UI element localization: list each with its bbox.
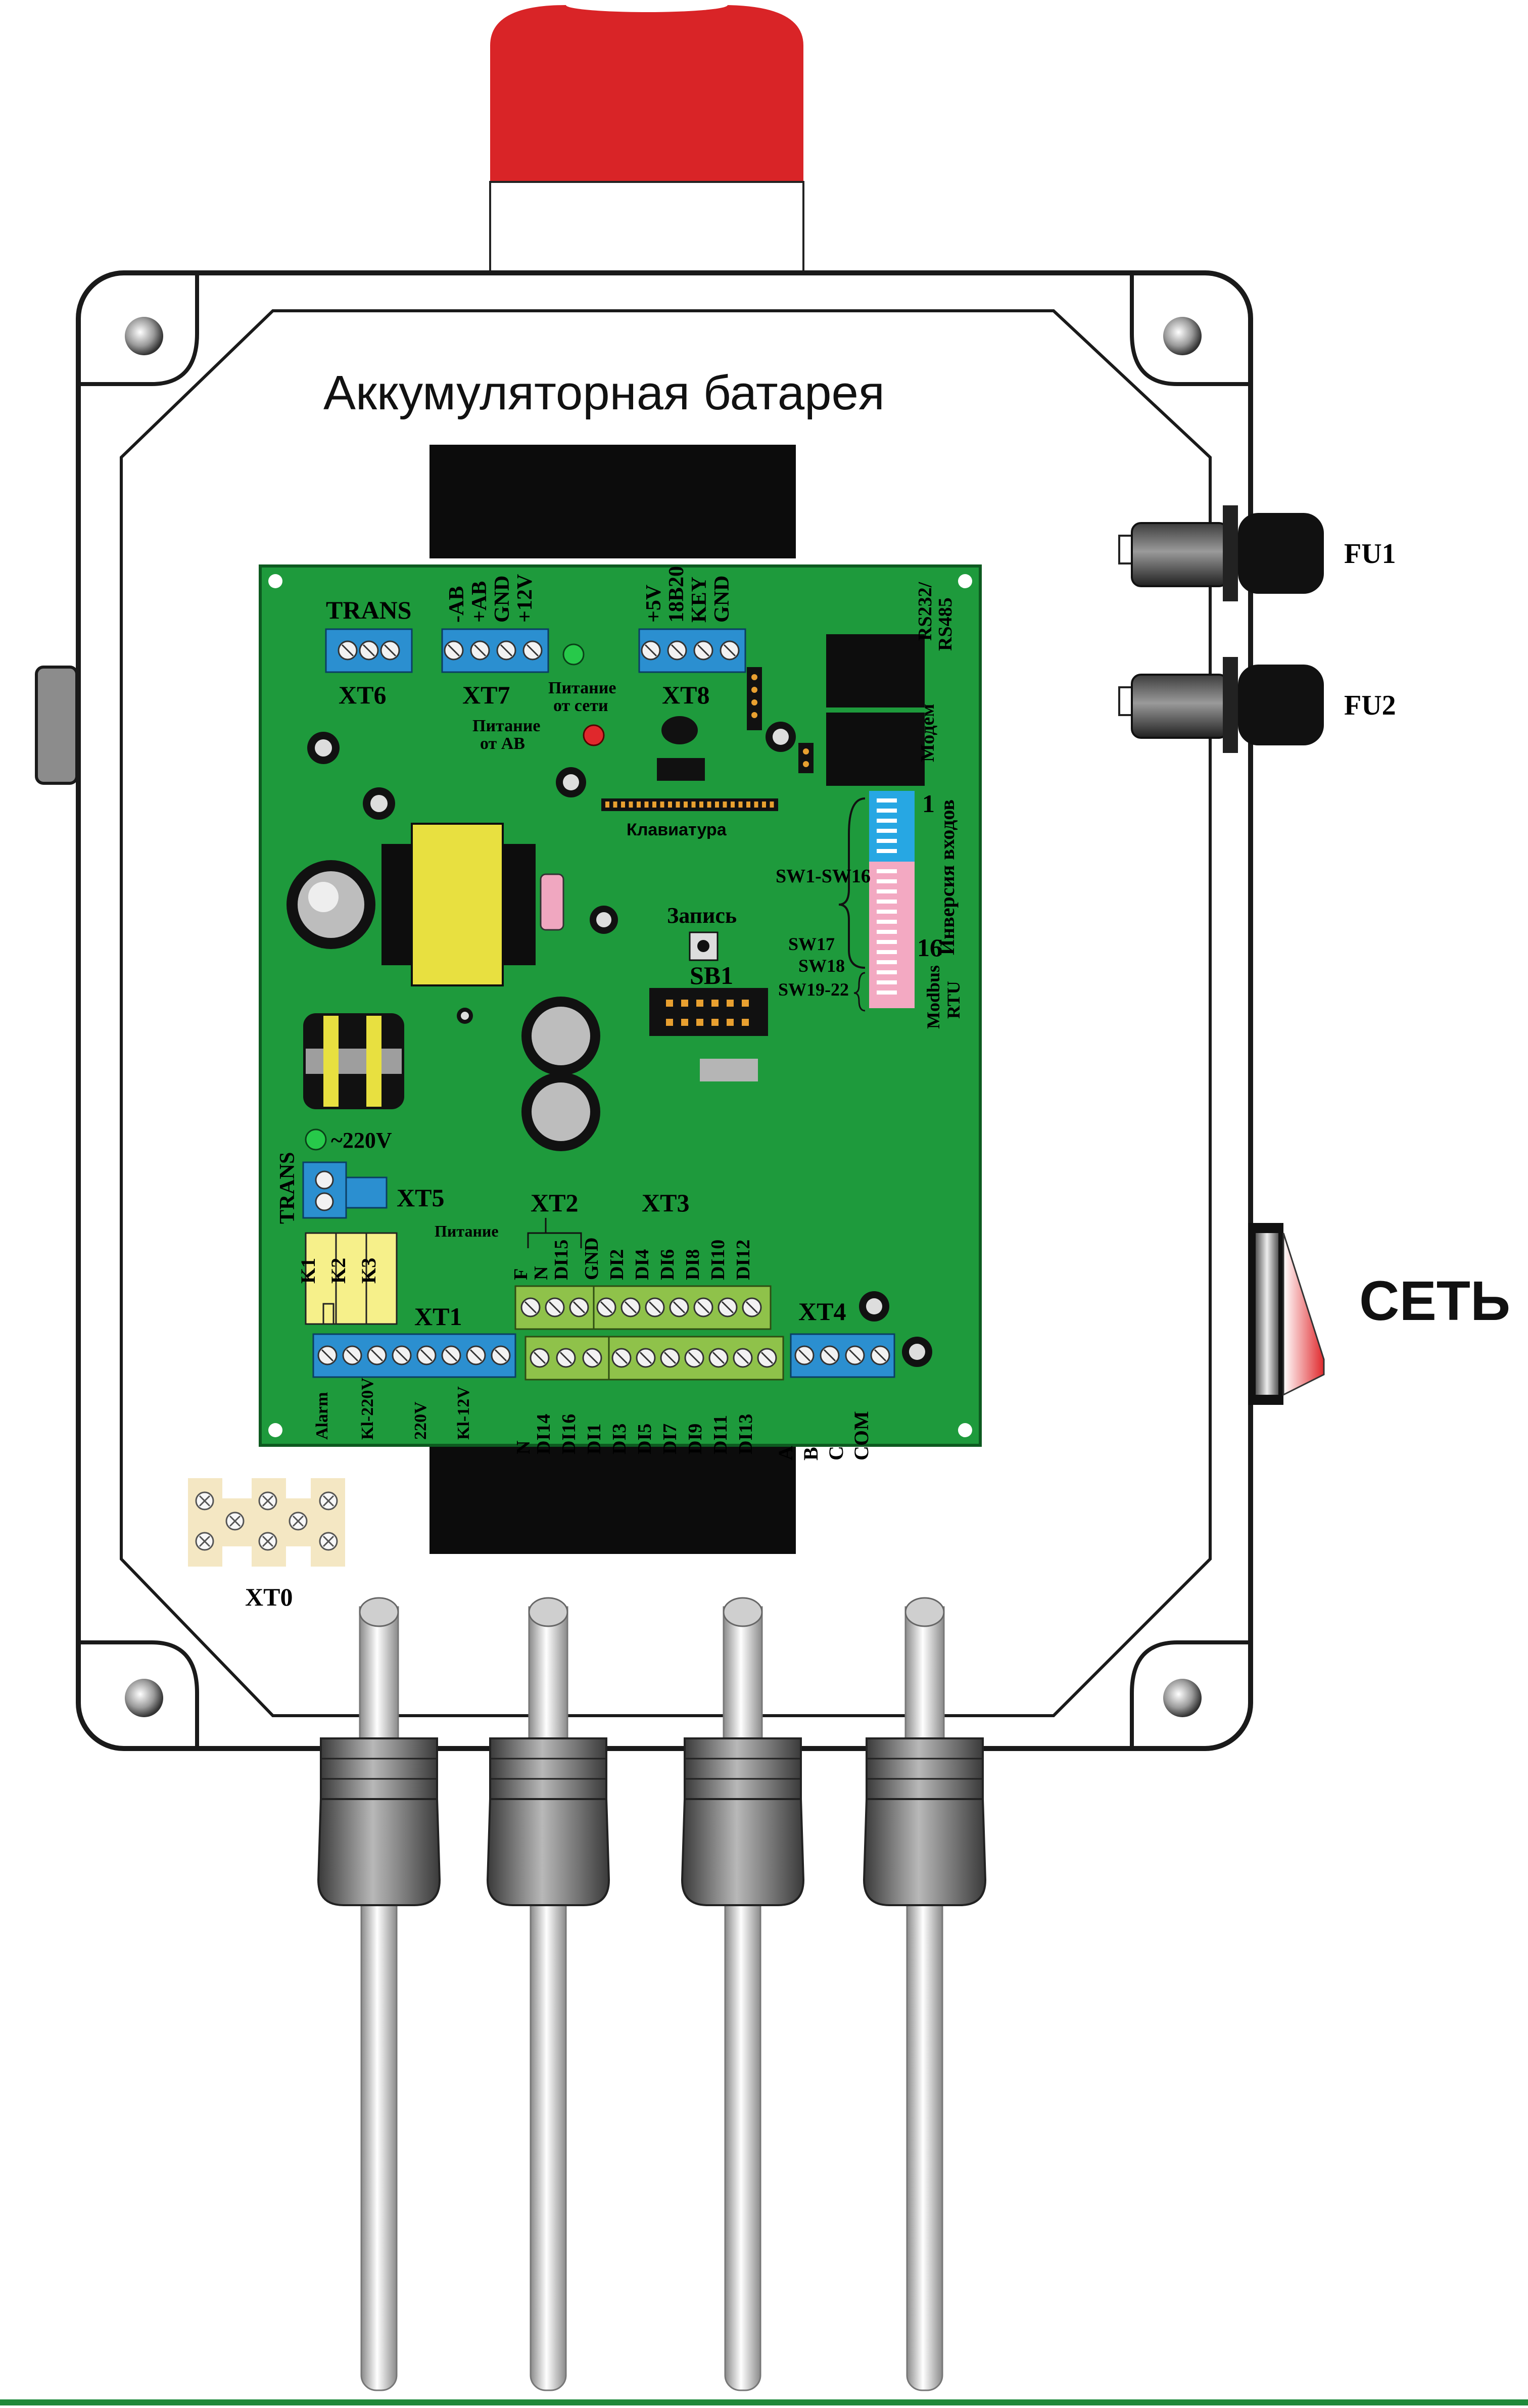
xt3-label: XT3 bbox=[642, 1189, 690, 1217]
lower-pin-2: DI14 bbox=[533, 1413, 554, 1454]
lower-pin-3: DI16 bbox=[558, 1413, 580, 1454]
xt5-label: XT5 bbox=[397, 1184, 445, 1212]
fuse-fu1 bbox=[1118, 505, 1324, 601]
xt3-pin-1: GND bbox=[581, 1237, 602, 1280]
xt3-pin-7: DI12 bbox=[733, 1239, 754, 1280]
xt0-label: XT0 bbox=[245, 1583, 293, 1611]
xt7-pin-3: GND bbox=[491, 575, 514, 623]
battery-title: Аккумуляторная батарея bbox=[323, 366, 885, 420]
cable-glands bbox=[317, 1597, 987, 2391]
xt4-pin-com: COM bbox=[850, 1411, 873, 1460]
mains-switch-label: СЕТЬ bbox=[1359, 1270, 1511, 1332]
lower-pin-5: DI3 bbox=[609, 1423, 630, 1454]
xt4-pin-a: A bbox=[774, 1446, 797, 1460]
modem-label: Модем bbox=[917, 703, 938, 762]
rs-label-2: RS485 bbox=[935, 597, 956, 651]
relay-k1-label: K1 bbox=[297, 1257, 319, 1284]
lower-pin-9: DI11 bbox=[710, 1414, 731, 1454]
xt4-label: XT4 bbox=[798, 1297, 846, 1326]
pcb-board bbox=[259, 564, 982, 1447]
xt4-pin-b: B bbox=[799, 1447, 822, 1460]
xt7-pin-1: -AB bbox=[445, 586, 468, 623]
sw18-label: SW18 bbox=[798, 956, 845, 976]
trans-side-label: TRANS bbox=[276, 1152, 299, 1224]
relay-k2-label: K2 bbox=[327, 1257, 350, 1284]
xt1-bottom-2: Kl-220V bbox=[358, 1378, 377, 1440]
fuse-fu1-label: FU1 bbox=[1344, 538, 1396, 570]
xt3-pin-5: DI8 bbox=[682, 1249, 703, 1280]
power-mains-line2: от сети bbox=[553, 696, 608, 715]
xt1-label: XT1 bbox=[414, 1302, 462, 1331]
xt2-label: XT2 bbox=[531, 1189, 579, 1217]
bottom-green-line bbox=[0, 2399, 1528, 2405]
top-cap bbox=[489, 0, 804, 276]
battery-block bbox=[429, 445, 796, 1554]
xt1-bottom-3: 220V bbox=[411, 1401, 430, 1440]
xt3-pin-4: DI6 bbox=[657, 1249, 678, 1280]
dip-16-label: 16 bbox=[917, 933, 942, 962]
xt2-pin-di15: DI15 bbox=[551, 1239, 572, 1280]
write-label: Запись bbox=[667, 903, 737, 928]
xt3-pin-6: DI10 bbox=[707, 1239, 729, 1280]
sw19-22-label: SW19-22 bbox=[778, 979, 849, 1000]
lower-pin-1: N bbox=[513, 1440, 534, 1454]
xt8-label: XT8 bbox=[662, 681, 710, 709]
mains-switch-body bbox=[1248, 1223, 1325, 1405]
lower-pin-8: DI9 bbox=[685, 1423, 706, 1454]
xt3-pin-2: DI2 bbox=[606, 1249, 628, 1280]
xt7-pin-2: +AB bbox=[468, 581, 491, 623]
power-battery-line1: Питание bbox=[472, 717, 541, 735]
xt3-pin-3: DI4 bbox=[632, 1249, 653, 1280]
power-battery-line2: от АВ bbox=[480, 734, 525, 753]
xt2-pin-n: N bbox=[531, 1266, 552, 1280]
keyboard-label: Клавиатура bbox=[627, 820, 727, 839]
lower-pin-7: DI7 bbox=[659, 1423, 681, 1454]
sw17-label: SW17 bbox=[788, 934, 835, 954]
lower-pin-10: DI13 bbox=[735, 1413, 756, 1454]
modbus-label-1: Modbus bbox=[923, 965, 943, 1029]
xt4-pin-c: C bbox=[825, 1446, 847, 1460]
power-mains-line1: Питание bbox=[548, 679, 616, 697]
xt8-pin-2: 18B20 bbox=[665, 565, 688, 623]
xt2-pin-f: F bbox=[510, 1268, 532, 1280]
xt8-pin-4: GND bbox=[710, 575, 734, 623]
terminal-xt0-block bbox=[188, 1478, 345, 1567]
trans-top-label: TRANS bbox=[326, 596, 412, 624]
xt7-label: XT7 bbox=[462, 681, 510, 709]
fuse-fu2 bbox=[1118, 657, 1324, 753]
sw1-sw16-label: SW1-SW16 bbox=[776, 866, 871, 887]
xt8-pin-1: +5V bbox=[642, 584, 665, 623]
rs-label-1: RS232/ bbox=[915, 582, 936, 641]
lower-pin-4: DI1 bbox=[584, 1423, 605, 1454]
ac220-label: ~220V bbox=[331, 1128, 392, 1153]
lower-pin-6: DI5 bbox=[634, 1423, 655, 1454]
xt8-pin-3: KEY bbox=[688, 576, 711, 623]
fuse-holders bbox=[1118, 505, 1324, 753]
fuse-fu2-label: FU2 bbox=[1344, 690, 1396, 721]
modbus-label-2: RTU bbox=[943, 981, 964, 1019]
power-small-label: Питание bbox=[435, 1222, 499, 1240]
xt1-bottom-4: Kl-12V bbox=[454, 1386, 473, 1440]
xt1-bottom-1: Alarm bbox=[313, 1392, 331, 1440]
inversion-label: Инверсия входов bbox=[936, 799, 959, 955]
xt7-pin-4: +12V bbox=[513, 574, 537, 623]
dip-1-label: 1 bbox=[922, 789, 935, 818]
relay-k3-label: K3 bbox=[357, 1257, 380, 1284]
sb1-label: SB1 bbox=[690, 961, 734, 989]
xt6-label: XT6 bbox=[339, 681, 387, 709]
